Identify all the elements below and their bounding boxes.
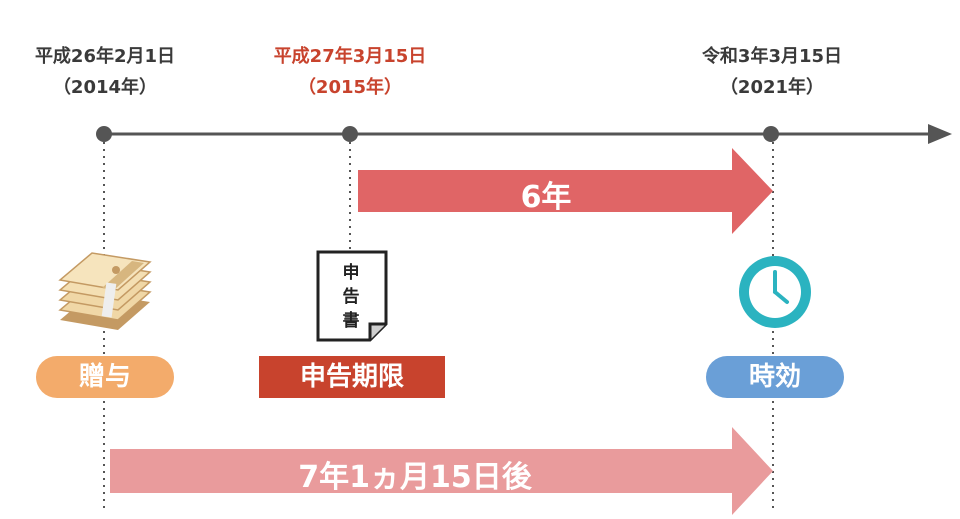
document-icon — [316, 250, 388, 342]
gift-badge: 贈与 — [36, 356, 174, 398]
money-stack-icon — [58, 252, 152, 330]
date-deadline-era: 平成27年3月15日 — [273, 46, 427, 67]
date-limitation-era: 令和3年3月15日 — [701, 46, 843, 67]
arrow-six-years-label: 6年 — [520, 180, 572, 215]
date-limitation: 令和3年3月15日 （2021年） — [672, 46, 872, 99]
timeline-point-gift — [96, 126, 112, 142]
limitation-badge: 時効 — [706, 356, 844, 398]
date-deadline: 平成27年3月15日 （2015年） — [250, 46, 450, 99]
date-deadline-year: （2015年） — [297, 76, 403, 98]
timeline-arrowhead — [928, 124, 952, 144]
timeline-point-limitation — [763, 126, 779, 142]
deadline-badge: 申告期限 — [259, 356, 445, 398]
document-char-2: 告 — [342, 287, 360, 307]
timeline-point-deadline — [342, 126, 358, 142]
document-char-3: 書 — [342, 311, 360, 331]
document-char-1: 申 — [342, 263, 360, 283]
date-limitation-year: （2021年） — [719, 76, 825, 98]
date-gift-era: 平成26年2月1日 — [34, 46, 176, 67]
arrow-long-period — [110, 427, 773, 515]
document-label: 申 告 書 — [331, 261, 371, 333]
arrow-long-period-label: 7年1ヵ月15日後 — [298, 460, 532, 495]
arrow-six-years — [358, 148, 773, 234]
date-gift: 平成26年2月1日 （2014年） — [5, 46, 205, 99]
clock-icon — [739, 256, 811, 328]
date-gift-year: （2014年） — [52, 76, 158, 98]
